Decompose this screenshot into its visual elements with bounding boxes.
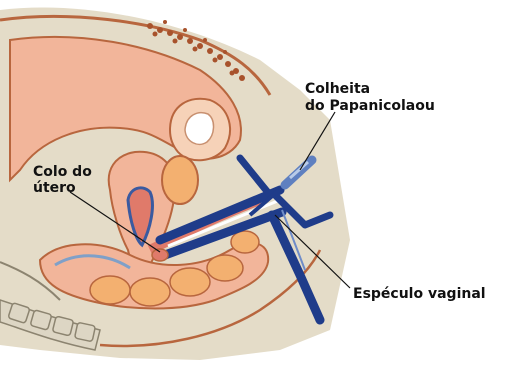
cervix (152, 249, 168, 261)
label-especulo: Espéculo vaginal (353, 286, 486, 302)
bladder-inner (185, 113, 214, 145)
ovary (162, 156, 198, 204)
label-colheita-line1: Colheita (305, 81, 370, 97)
label-colo-line1: Colo do (33, 164, 92, 180)
label-colo-line2: útero (33, 180, 76, 196)
label-colheita-line2: do Papanicolaou (305, 98, 435, 114)
